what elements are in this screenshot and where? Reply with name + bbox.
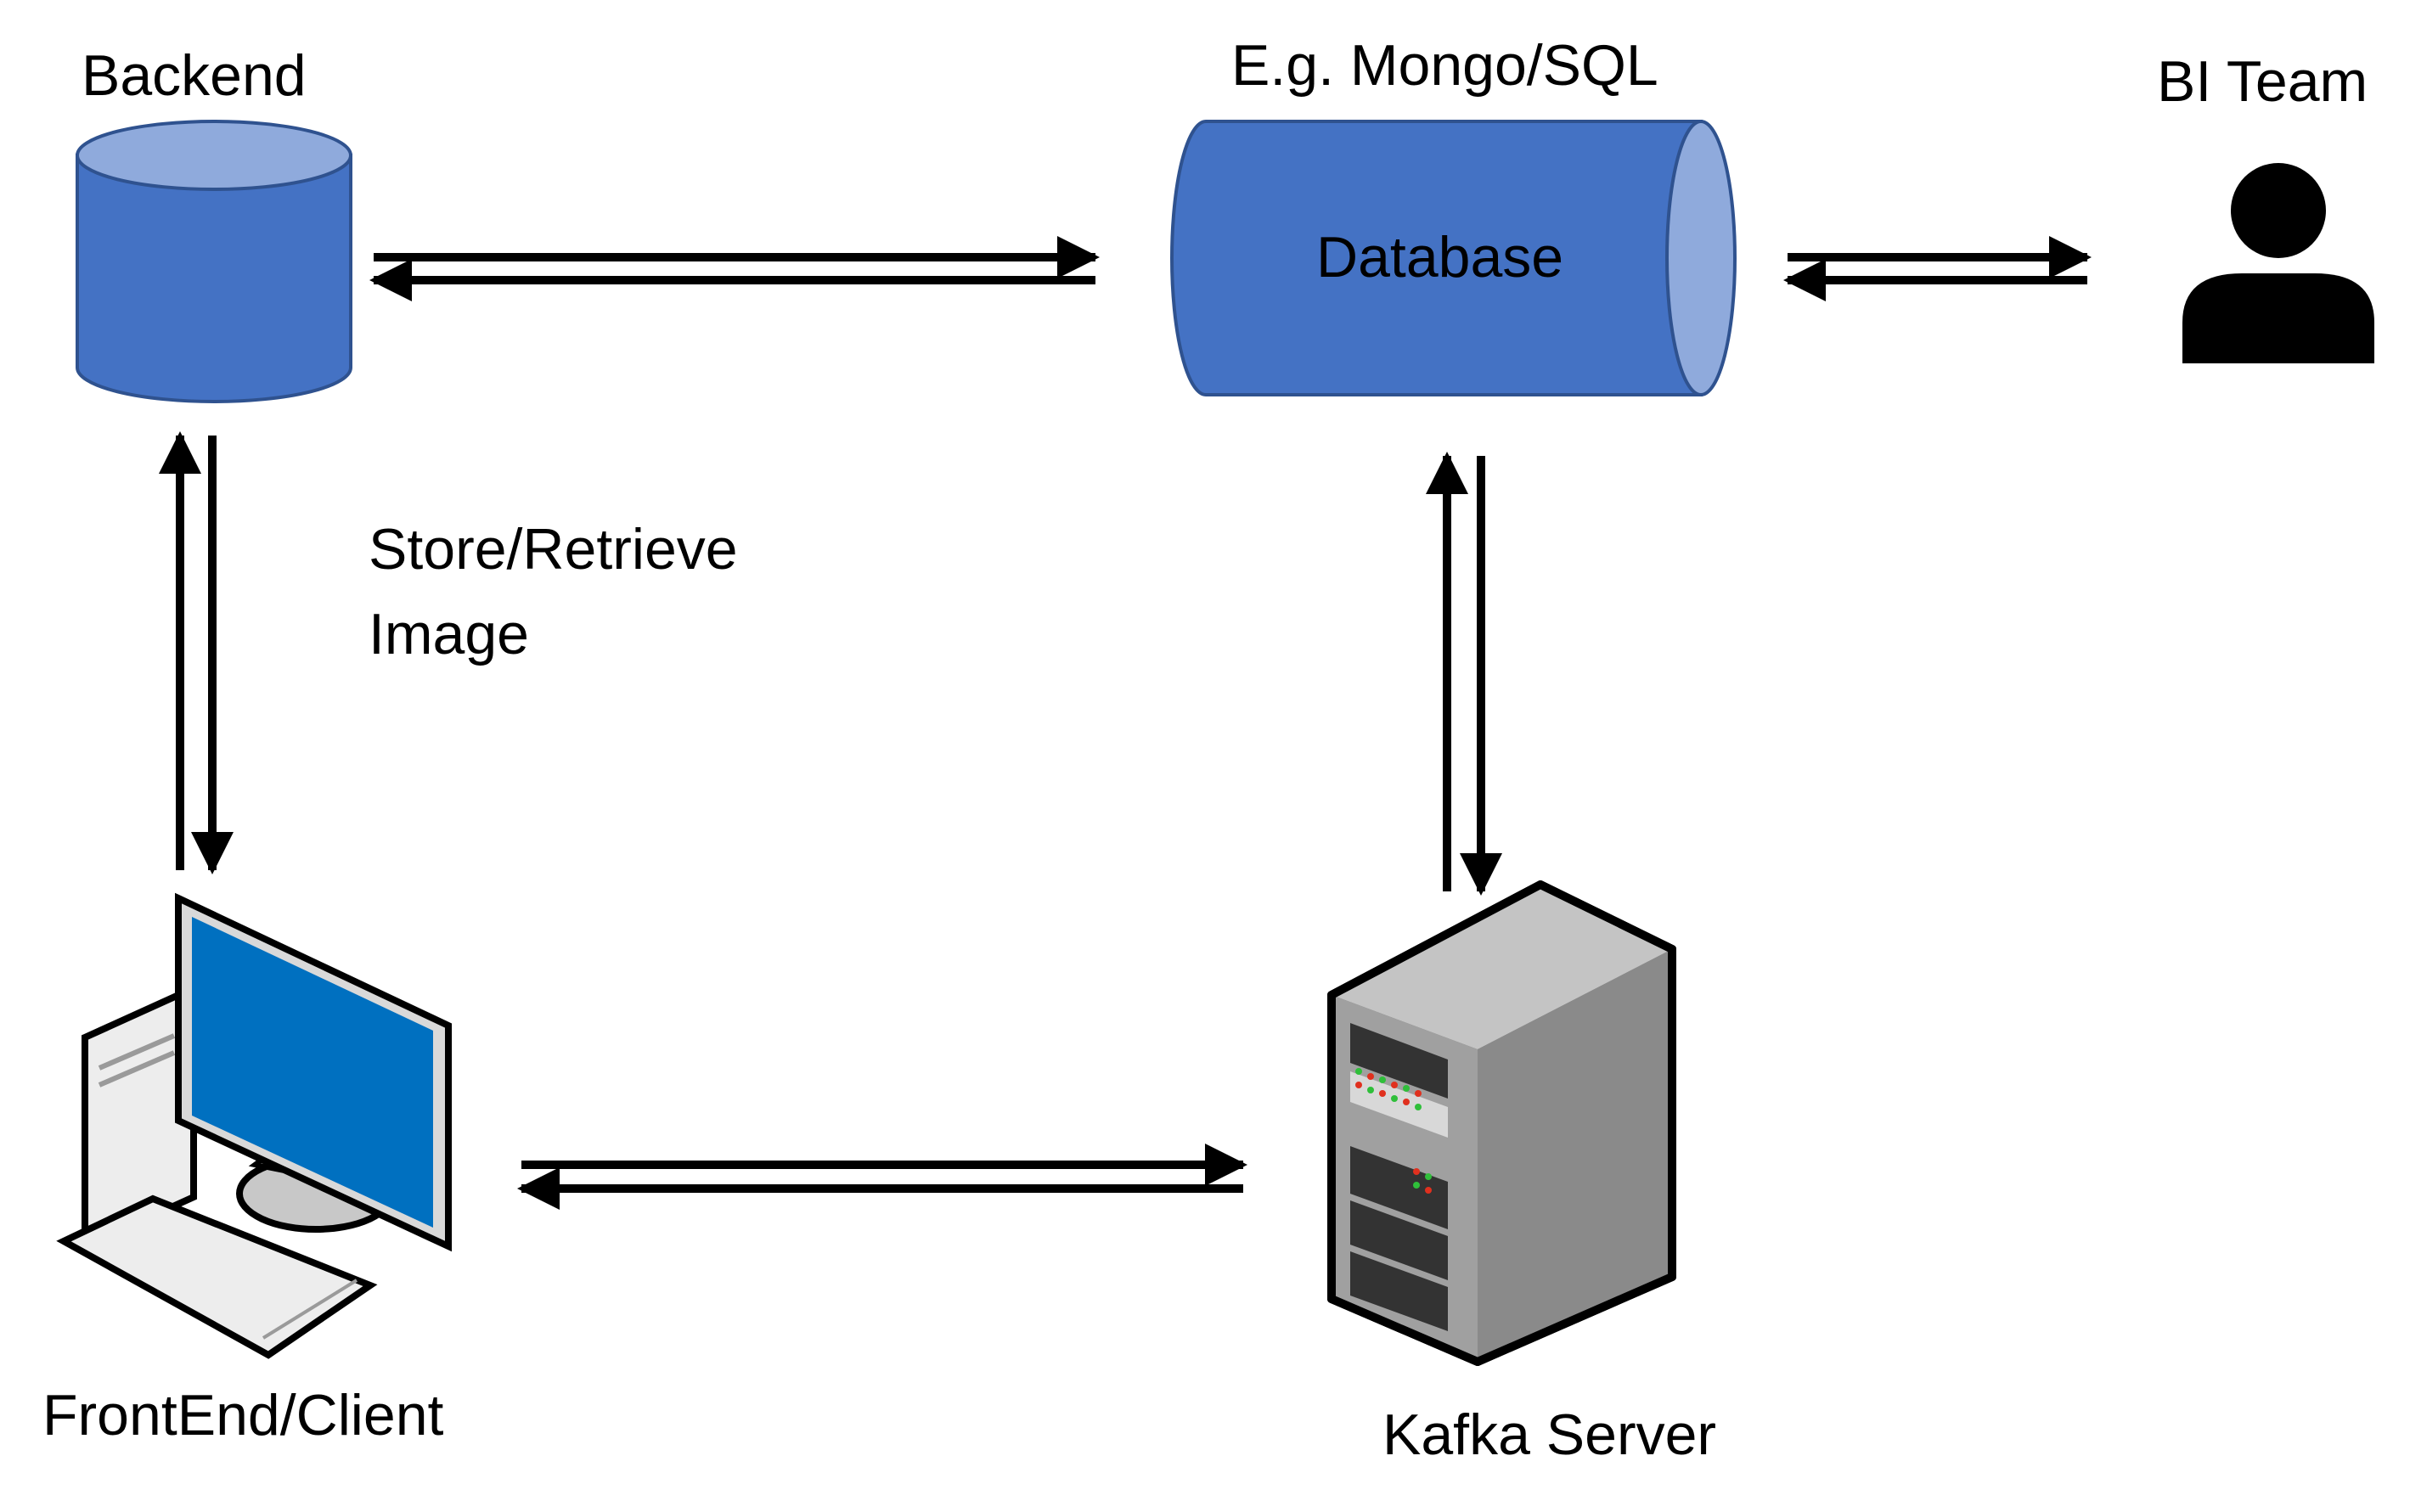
arrow-pair-backend-database: [369, 236, 1100, 301]
server-led-lights: [1355, 1068, 1432, 1194]
store-retrieve-line2: Image: [369, 602, 529, 666]
arrow-pair-frontend-kafka: [517, 1144, 1247, 1210]
database-label: Database: [1316, 225, 1563, 289]
store-retrieve-label: Store/Retrieve: [369, 517, 738, 582]
frontend-label: FrontEnd/Client: [42, 1383, 444, 1447]
store-retrieve-line1: Store/Retrieve: [369, 517, 738, 582]
arrow-pair-backend-frontend: [159, 431, 234, 874]
kafka-server-label: Kafka Server: [1382, 1402, 1716, 1467]
bi-team-label: BI Team: [2157, 49, 2368, 114]
arrow-pair-database-bi-team: [1783, 236, 2092, 301]
person-icon: [2182, 163, 2374, 363]
store-retrieve-label-line2: Image: [369, 602, 529, 666]
database-subtitle-label: E.g. Mongo/SQL: [1231, 33, 1658, 98]
backend-label: Backend: [82, 43, 307, 108]
backend-database-icon: [76, 120, 352, 403]
database-cylinder-icon: [1170, 120, 1737, 396]
server-tower-icon: [1327, 880, 1676, 1366]
desktop-computer-icon: [56, 892, 452, 1359]
arrow-pair-database-kafka: [1426, 452, 1502, 896]
